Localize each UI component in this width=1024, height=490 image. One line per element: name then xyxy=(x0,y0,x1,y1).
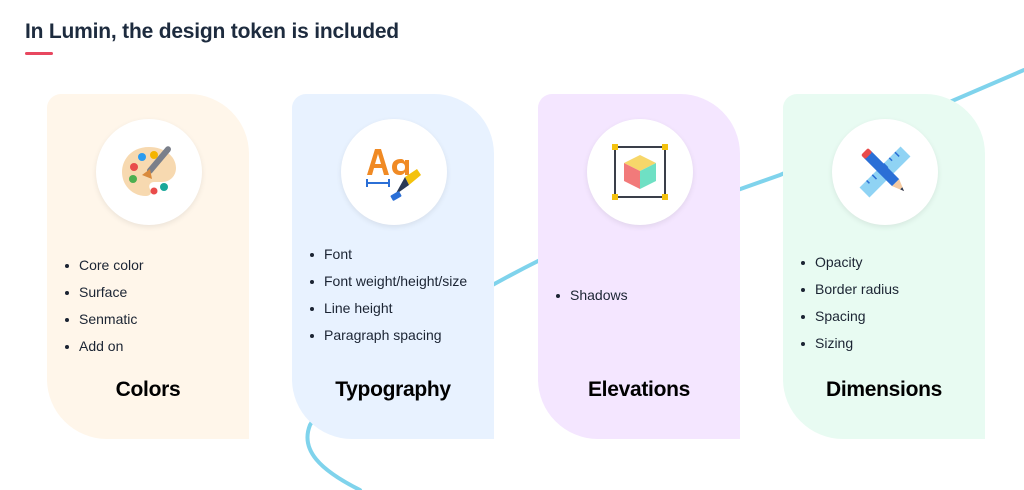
list-item: Spacing xyxy=(799,303,979,330)
palette-icon xyxy=(122,146,176,196)
list-item: Sizing xyxy=(799,330,979,357)
title-underline xyxy=(25,52,53,55)
list-item: Opacity xyxy=(799,249,979,276)
bullet-list-elevations: Shadows xyxy=(554,282,734,309)
list-item: Core color xyxy=(63,252,243,279)
icon-circle-typography xyxy=(341,119,447,225)
bullet-list-colors: Core color Surface Senmatic Add on xyxy=(63,252,243,360)
list-item: Font weight/height/size xyxy=(308,268,488,295)
card-colors: Core color Surface Senmatic Add on Color… xyxy=(47,94,249,439)
page-title: In Lumin, the design token is included xyxy=(25,20,399,43)
card-title-elevations: Elevations xyxy=(587,378,691,401)
card-title-typography: Typography xyxy=(335,378,451,401)
list-item: Shadows xyxy=(554,282,734,309)
typography-icon xyxy=(366,149,421,201)
list-item: Line height xyxy=(308,295,488,322)
bullet-list-typography: Font Font weight/height/size Line height… xyxy=(308,241,488,349)
icon-circle-elevations xyxy=(587,119,693,225)
list-item: Font xyxy=(308,241,488,268)
bullet-list-dimensions: Opacity Border radius Spacing Sizing xyxy=(799,249,979,357)
list-item: Border radius xyxy=(799,276,979,303)
list-item: Add on xyxy=(63,333,243,360)
card-typography: Font Font weight/height/size Line height… xyxy=(292,94,494,439)
list-item: Paragraph spacing xyxy=(308,322,488,349)
icon-circle-dimensions xyxy=(832,119,938,225)
card-title-dimensions: Dimensions xyxy=(825,378,943,401)
icon-circle-colors xyxy=(96,119,202,225)
card-elevations: Shadows Elevations xyxy=(538,94,740,439)
ruler-pencil-icon xyxy=(859,146,911,198)
card-title-colors: Colors xyxy=(115,378,181,401)
list-item: Surface xyxy=(63,279,243,306)
card-dimensions: Opacity Border radius Spacing Sizing Dim… xyxy=(783,94,985,439)
cube-icon xyxy=(612,144,668,200)
list-item: Senmatic xyxy=(63,306,243,333)
